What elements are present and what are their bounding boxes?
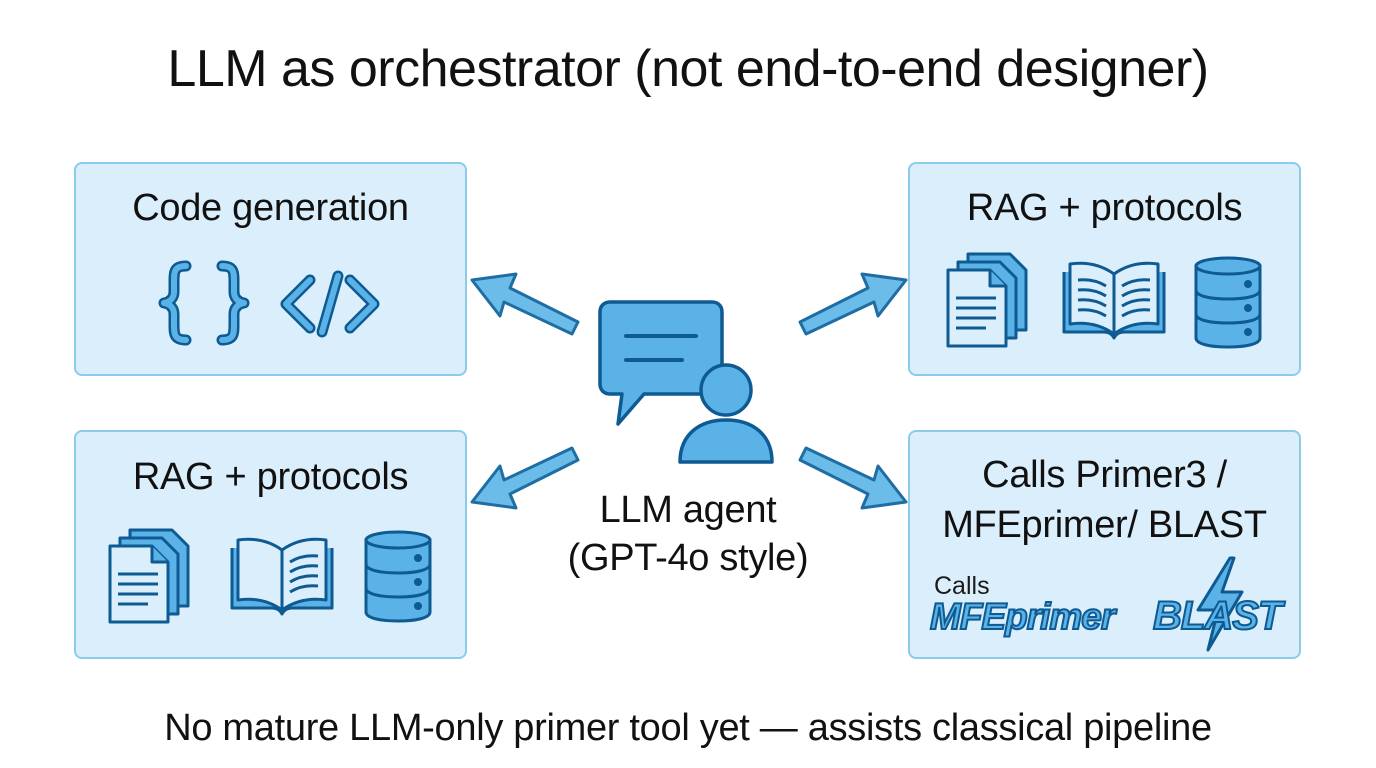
chat-bubble-user-icon <box>598 300 774 464</box>
rag-protocols-title-top: RAG + protocols <box>966 187 1243 229</box>
database-icon <box>1194 256 1262 349</box>
code-tag-icon <box>280 270 380 338</box>
open-book-icon <box>1062 261 1166 340</box>
tool-calls-box: Calls Primer3 / MFEprimer/ BLAST Calls M… <box>908 430 1301 659</box>
footer-caption: No mature LLM-only primer tool yet — ass… <box>164 707 1212 749</box>
tool-calls-title: Calls Primer3 / MFEprimer/ BLAST <box>910 450 1299 550</box>
llm-agent-label-line2: (GPT-4o style) <box>567 537 809 579</box>
rag-protocols-box-top: RAG + protocols <box>908 162 1301 376</box>
diagram-title: LLM as orchestrator (not end-to-end desi… <box>167 40 1209 98</box>
documents-icon <box>946 252 1028 348</box>
arrow-to-rag-bottom <box>470 446 580 510</box>
lightning-bolt-icon <box>1196 556 1244 652</box>
rag-protocols-title-bottom: RAG + protocols <box>132 456 409 498</box>
arrow-to-code-generation <box>470 272 580 336</box>
database-icon <box>364 530 432 623</box>
code-generation-box: Code generation <box>74 162 467 376</box>
code-generation-title: Code generation <box>132 187 409 229</box>
mfeprimer-logo: MFEprimer <box>929 595 1116 638</box>
documents-icon <box>108 528 190 624</box>
calls-label: Calls <box>934 572 990 600</box>
blast-logo: BLAST <box>1152 593 1283 639</box>
tool-calls-title-line2: MFEprimer/ BLAST <box>942 504 1267 546</box>
arrow-to-tool-calls <box>798 446 908 510</box>
tool-calls-title-line1: Calls Primer3 / <box>982 454 1227 496</box>
rag-protocols-box-bottom: RAG + protocols <box>74 430 467 659</box>
open-book-icon <box>230 537 334 616</box>
curly-braces-icon <box>158 260 250 346</box>
llm-agent-label: LLM agent (GPT-4o style) <box>538 486 838 582</box>
llm-agent-label-line1: LLM agent <box>599 489 777 531</box>
arrow-to-rag-top <box>798 272 908 336</box>
